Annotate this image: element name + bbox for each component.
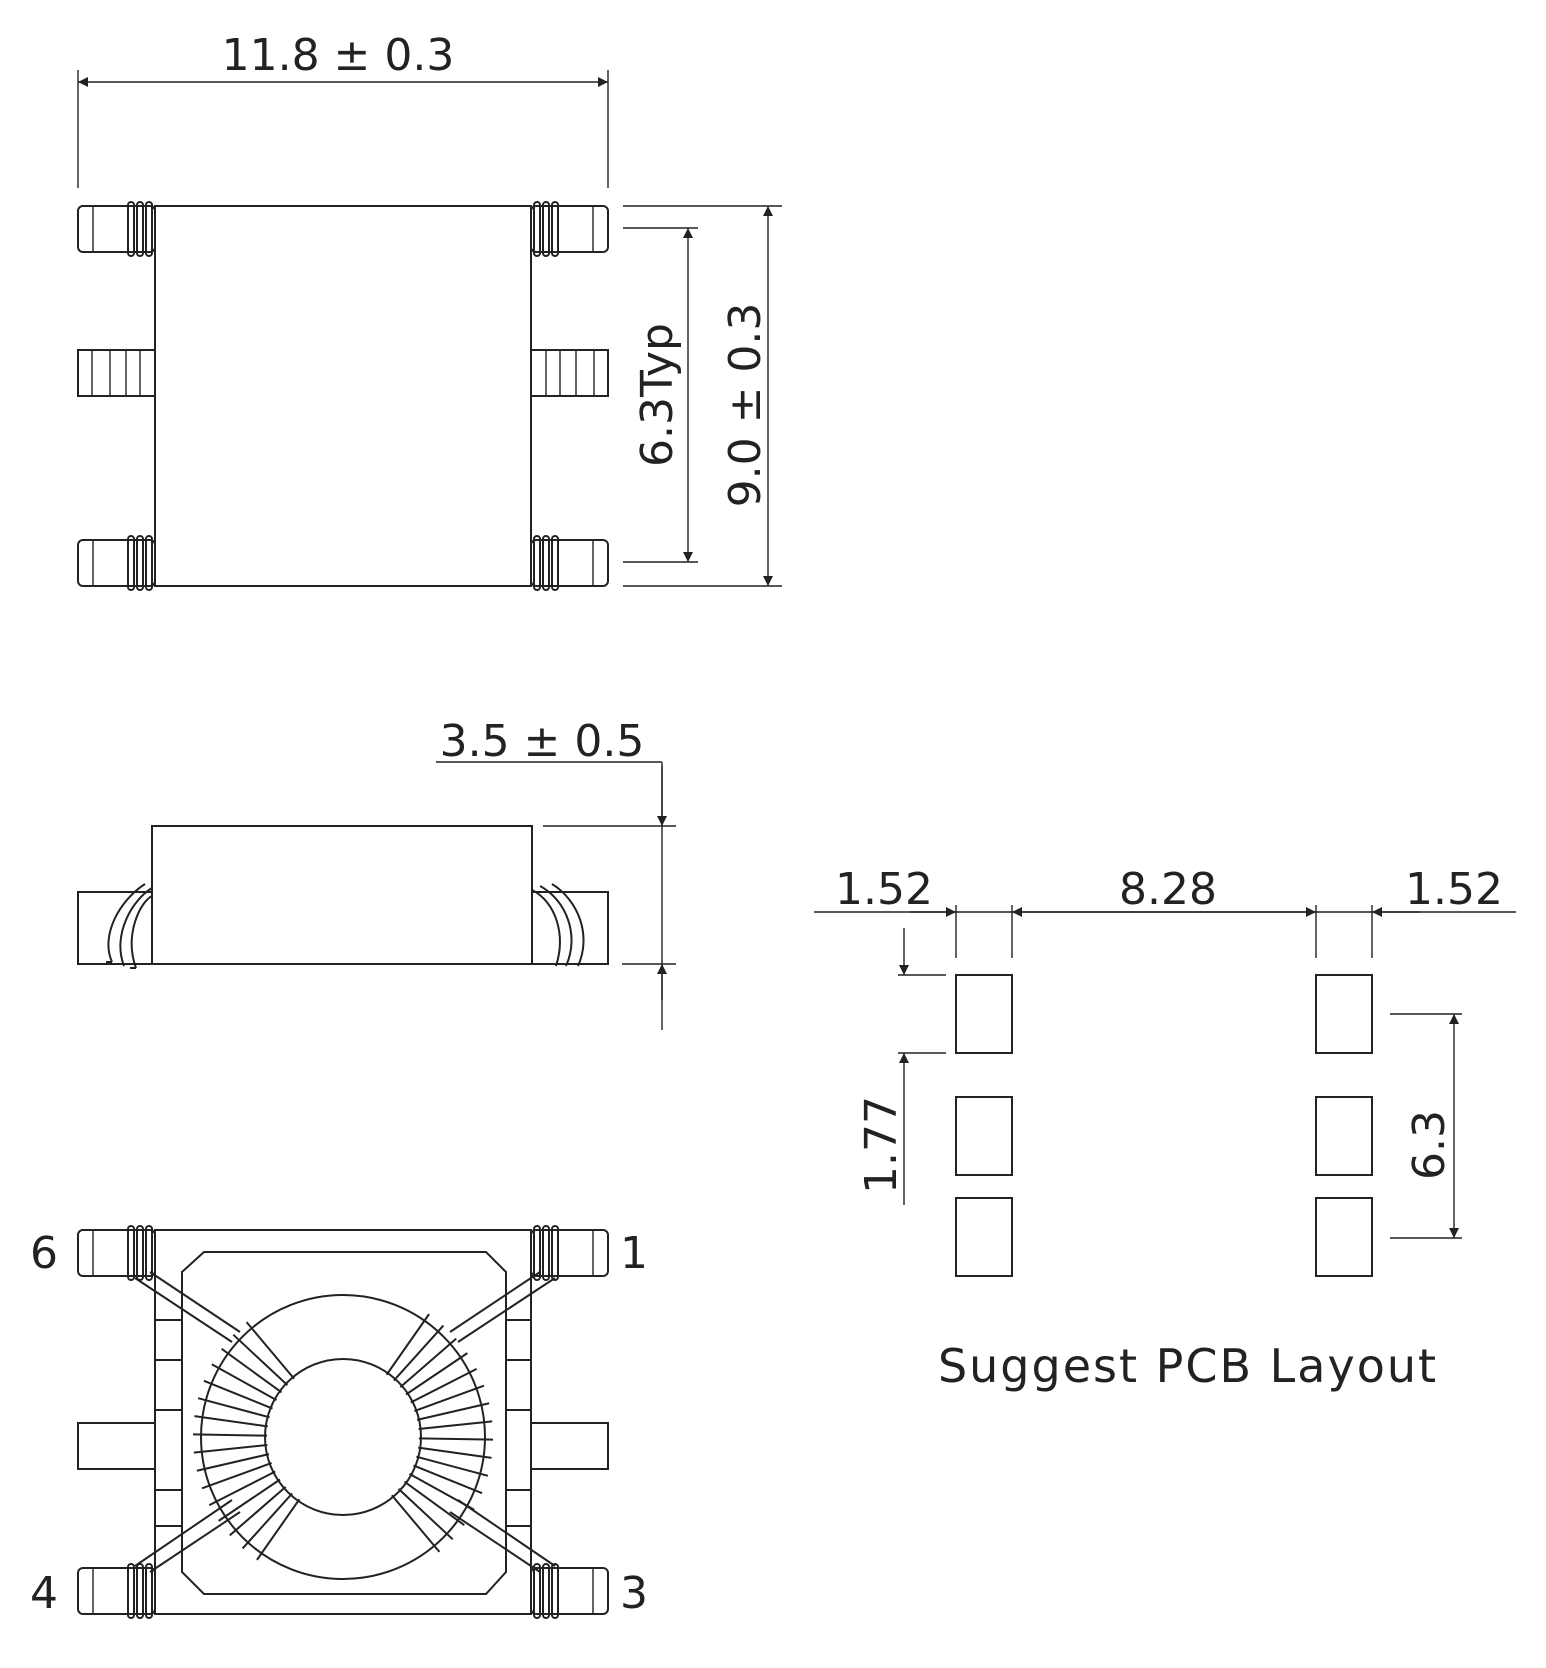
bottom-view-recess: [181, 1251, 507, 1595]
pcb-layout-caption: Suggest PCB Layout: [938, 1339, 1438, 1393]
side-view-left-terminal: [77, 883, 153, 969]
pcb-pad: [955, 1096, 1013, 1176]
top-pitch-dimension: 6.3Typ: [632, 323, 683, 467]
winding-turn: [201, 1462, 272, 1490]
winding-turn: [193, 1443, 268, 1454]
winding-turn: [229, 1486, 287, 1537]
bottom-view: 6 1 4 3: [30, 1225, 648, 1619]
winding-turn: [203, 1379, 273, 1410]
bottom-view-body: [154, 1229, 532, 1615]
pcb-pad-pitch: 6.3: [1404, 1110, 1455, 1180]
side-view-right-terminal: [531, 883, 609, 967]
top-width-dimension: 11.8 ± 0.3: [222, 30, 455, 81]
winding-turn: [418, 1446, 492, 1459]
winding-turn: [418, 1420, 493, 1431]
top-view-left-terminals: [77, 201, 156, 591]
winding-turn: [393, 1324, 445, 1382]
winding-turn: [193, 1433, 268, 1437]
pcb-pad: [1315, 1197, 1373, 1277]
pin-label-6: 6: [30, 1228, 58, 1279]
pin-label-1: 1: [620, 1228, 648, 1279]
winding-turn: [414, 1384, 485, 1412]
pcb-pad: [955, 1197, 1013, 1277]
winding-turn: [194, 1415, 268, 1428]
side-thickness-dimension: 3.5 ± 0.5: [440, 716, 645, 767]
pcb-pad: [955, 974, 1013, 1054]
winding-turn: [418, 1437, 493, 1441]
top-view-right-terminals: [530, 201, 609, 591]
winding-turn: [391, 1494, 441, 1553]
top-view-body: [154, 205, 532, 587]
side-view-body: [151, 825, 533, 965]
winding-turn: [416, 1455, 489, 1477]
pcb-pad-width-left: 1.52: [835, 864, 933, 915]
pcb-pad-height: 1.77: [856, 1096, 907, 1194]
winding-turn: [399, 1337, 457, 1388]
pcb-layout: 1.52 8.28 1.52 1.77 6.3 Suggest PCB Layo…: [814, 864, 1516, 1393]
winding-turn: [385, 1313, 430, 1376]
top-height-dimension: 9.0 ± 0.3: [720, 303, 771, 508]
winding-turn: [413, 1464, 483, 1495]
pin-label-3: 3: [620, 1568, 648, 1619]
winding-turn: [232, 1333, 289, 1386]
pcb-pad-spacing: 8.28: [1119, 864, 1217, 915]
winding-turn: [416, 1402, 490, 1421]
winding-turn: [405, 1352, 468, 1396]
winding-turn: [211, 1363, 278, 1402]
winding-turn: [218, 1478, 281, 1522]
winding-turn: [221, 1348, 283, 1394]
winding-turn: [241, 1492, 293, 1550]
top-view: 11.8 ± 0.3: [77, 30, 782, 591]
winding-turn: [256, 1498, 301, 1561]
pcb-pad: [1315, 1096, 1373, 1176]
bottom-view-terminals: [77, 1225, 609, 1619]
winding-turn: [403, 1480, 465, 1526]
winding-turn: [197, 1397, 270, 1419]
winding-turn: [397, 1488, 454, 1541]
pcb-pad: [1315, 974, 1373, 1054]
toroid-coil: [193, 1294, 493, 1580]
winding-turn: [196, 1453, 270, 1472]
pcb-pads: [955, 974, 1373, 1277]
winding-turn: [410, 1368, 478, 1404]
winding-turn: [208, 1470, 276, 1506]
winding-turn: [245, 1321, 295, 1380]
lead-wires: [134, 1271, 556, 1573]
pcb-pad-width-right: 1.52: [1405, 864, 1503, 915]
side-view: 3.5 ± 0.5: [77, 716, 676, 1030]
pin-label-4: 4: [30, 1568, 58, 1619]
